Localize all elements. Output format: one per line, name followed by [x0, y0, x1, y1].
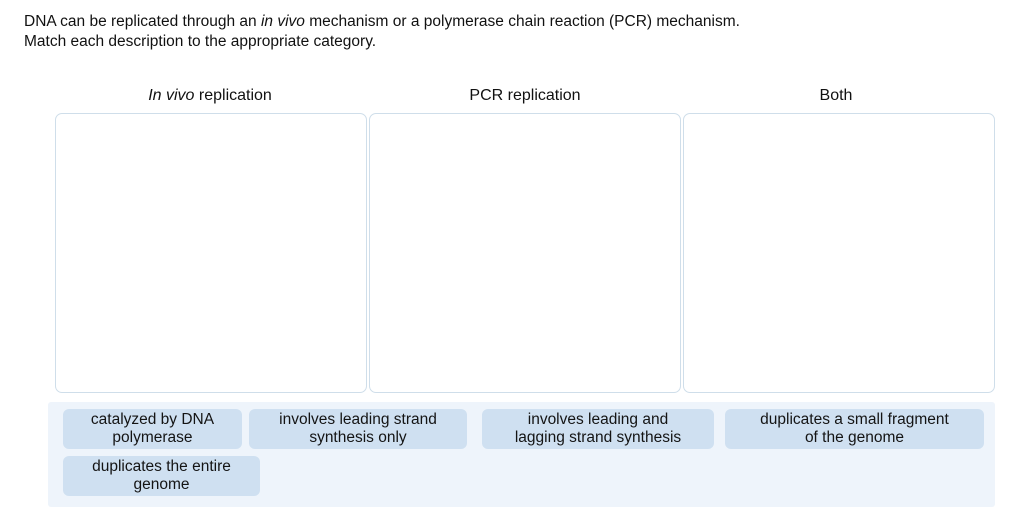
category-header-italic-0: In vivo — [148, 87, 195, 104]
prompt-line1-italic: in vivo — [260, 13, 305, 30]
answer-chip-2-line2: lagging strand synthesis — [514, 429, 682, 446]
category-header-text-2: Both — [819, 87, 853, 104]
category-headers: In vivo replication PCR replication Both — [55, 86, 995, 108]
category-header-in-vivo-replication: In vivo replication — [55, 86, 365, 106]
answer-chip-4-line1: duplicates the entire — [92, 458, 231, 475]
answer-chip-duplicates-the-entire-genome[interactable]: duplicates the entire genome — [63, 456, 260, 496]
dropzone-in-vivo-replication[interactable] — [55, 113, 367, 393]
answer-chip-involves-leading-and-lagging-strand-synthesis[interactable]: involves leading and lagging strand synt… — [482, 409, 714, 449]
answer-chip-catalyzed-by-dna-polymerase[interactable]: catalyzed by DNA polymerase — [63, 409, 242, 449]
answer-chip-4-line2: genome — [133, 476, 190, 493]
answer-bank-tray: catalyzed by DNA polymerase involves lea… — [48, 402, 995, 507]
answer-chip-involves-leading-strand-synthesis-only[interactable]: involves leading strand synthesis only — [249, 409, 467, 449]
dropzone-both[interactable] — [683, 113, 995, 393]
category-header-both: Both — [681, 86, 991, 106]
drop-zones — [55, 113, 995, 393]
answer-chip-0-line1: catalyzed by DNA — [90, 411, 215, 428]
answer-chip-3-line2: of the genome — [804, 429, 905, 446]
question-prompt: DNA can be replicated through an in vivo… — [24, 12, 994, 52]
prompt-line1-part2: mechanism or a polymerase chain reaction… — [304, 13, 740, 30]
category-header-pcr-replication: PCR replication — [370, 86, 680, 106]
prompt-line1-part1: DNA can be replicated through an — [24, 13, 261, 30]
category-header-text-0: replication — [194, 87, 272, 104]
answer-chip-3-line1: duplicates a small fragment — [760, 411, 949, 428]
category-header-text-1: PCR replication — [469, 87, 581, 104]
dropzone-pcr-replication[interactable] — [369, 113, 681, 393]
answer-chip-0-line2: polymerase — [112, 429, 193, 446]
prompt-line2: Match each description to the appropriat… — [24, 33, 377, 50]
answer-chip-2-line1: involves leading and — [527, 411, 669, 428]
answer-chip-1-line2: synthesis only — [309, 429, 407, 446]
answer-chip-1-line1: involves leading strand — [279, 411, 437, 428]
answer-chip-duplicates-a-small-fragment-of-the-genome[interactable]: duplicates a small fragment of the genom… — [725, 409, 984, 449]
